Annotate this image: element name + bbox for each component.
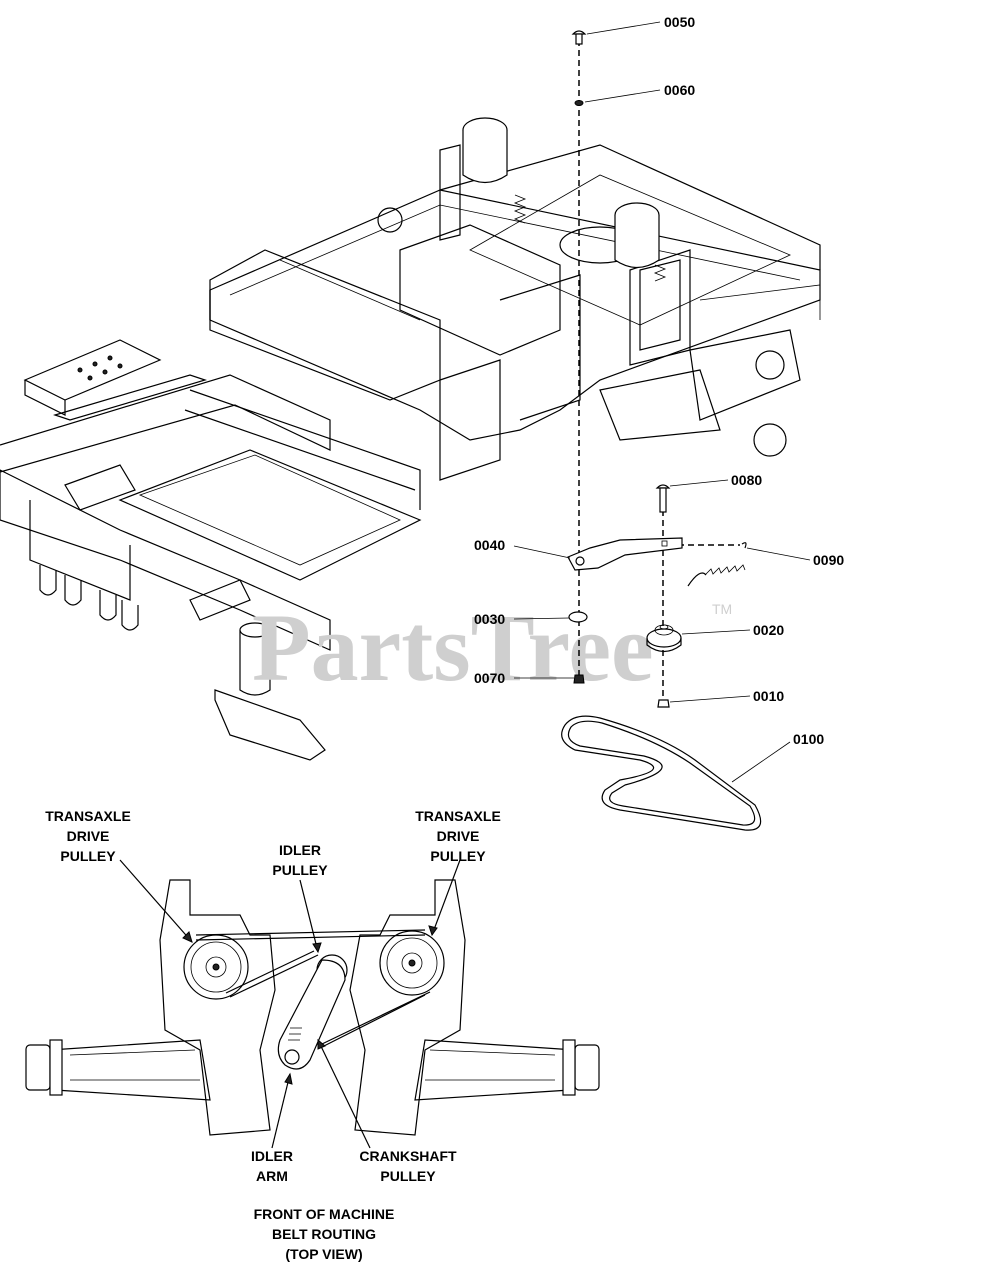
- callout-0060-label: 0060: [664, 82, 695, 98]
- label-transaxle-left-line3: PULLEY: [60, 848, 116, 864]
- part-0030-spacer[interactable]: [568, 611, 588, 623]
- part-0020-idler-pulley[interactable]: [646, 624, 682, 653]
- label-transaxle-right: TRANSAXLE DRIVE PULLEY: [415, 808, 501, 864]
- label-transaxle-left-line2: DRIVE: [67, 828, 110, 844]
- callout-0020: 0020: [681, 622, 784, 638]
- routing-caption: FRONT OF MACHINE BELT ROUTING (TOP VIEW): [254, 1206, 395, 1262]
- label-transaxle-right-line3: PULLEY: [430, 848, 486, 864]
- routing-caption-line2: BELT ROUTING: [272, 1226, 376, 1242]
- callout-0080: 0080: [669, 472, 762, 488]
- callout-0100-label: 0100: [793, 731, 824, 747]
- routing-leaders: [119, 859, 461, 1149]
- label-idler-pulley: IDLER PULLEY: [272, 842, 328, 878]
- label-idler-pulley-line1: IDLER: [279, 842, 321, 858]
- part-0090-spring[interactable]: [687, 542, 747, 587]
- routing-caption-line3: (TOP VIEW): [285, 1246, 362, 1262]
- part-0010-nut[interactable]: [657, 699, 670, 708]
- label-crankshaft-pulley: CRANKSHAFT PULLEY: [359, 1148, 457, 1184]
- callout-0100: 0100: [731, 731, 824, 783]
- watermark-text: PartsTree: [252, 594, 654, 701]
- callout-0010-label: 0010: [753, 688, 784, 704]
- label-transaxle-right-line1: TRANSAXLE: [415, 808, 501, 824]
- callout-0050: 0050: [586, 14, 695, 35]
- callout-0050-label: 0050: [664, 14, 695, 30]
- callout-0040-label: 0040: [474, 537, 505, 553]
- label-crankshaft-pulley-line2: PULLEY: [380, 1168, 436, 1184]
- mower-frame-illustration: [0, 117, 821, 761]
- watermark-trademark: TM: [712, 601, 732, 617]
- label-idler-arm-line2: ARM: [256, 1168, 288, 1184]
- part-0070-nut[interactable]: [573, 674, 585, 684]
- label-idler-arm: IDLER ARM: [251, 1148, 293, 1184]
- label-crankshaft-pulley-line1: CRANKSHAFT: [359, 1148, 457, 1164]
- callout-0010: 0010: [669, 688, 784, 704]
- callout-0040: 0040: [474, 537, 571, 559]
- callout-0090: 0090: [746, 547, 844, 568]
- part-0100-belt[interactable]: [561, 715, 762, 831]
- routing-caption-line1: FRONT OF MACHINE: [254, 1206, 395, 1222]
- callout-0070: 0070: [474, 670, 574, 686]
- part-0080-bolt[interactable]: [655, 484, 671, 513]
- callout-0030: 0030: [474, 611, 570, 627]
- part-0050-bolt[interactable]: [571, 30, 587, 45]
- callout-0080-label: 0080: [731, 472, 762, 488]
- callout-0060: 0060: [584, 82, 695, 103]
- belt-routing-illustration: [25, 879, 600, 1136]
- part-0060-washer[interactable]: [574, 100, 584, 106]
- label-idler-pulley-line2: PULLEY: [272, 862, 328, 878]
- callout-0070-label: 0070: [474, 670, 505, 686]
- label-transaxle-right-line2: DRIVE: [437, 828, 480, 844]
- part-0040-idler-arm[interactable]: [567, 537, 683, 571]
- callout-0090-label: 0090: [813, 552, 844, 568]
- callout-0030-label: 0030: [474, 611, 505, 627]
- label-transaxle-left-line1: TRANSAXLE: [45, 808, 131, 824]
- label-idler-arm-line1: IDLER: [251, 1148, 293, 1164]
- callout-0020-label: 0020: [753, 622, 784, 638]
- label-transaxle-left: TRANSAXLE DRIVE PULLEY: [45, 808, 131, 864]
